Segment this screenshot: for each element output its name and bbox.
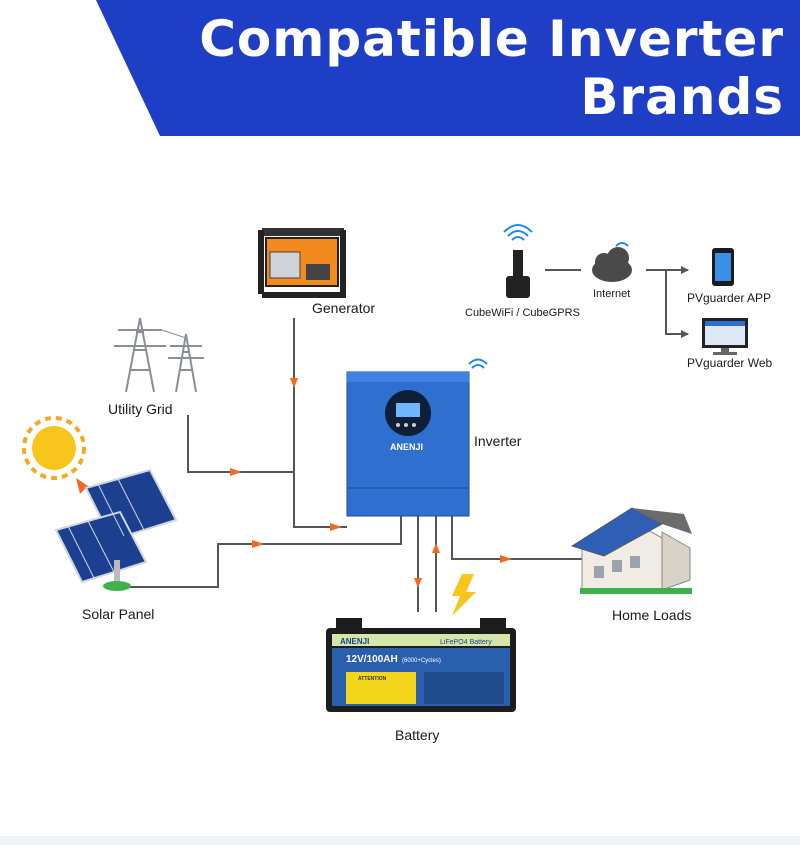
label-inverter: Inverter: [474, 433, 522, 449]
monitor-icon: [702, 318, 748, 355]
battery-attention-text: ATTENTION: [358, 676, 387, 682]
title-banner: [96, 0, 800, 136]
connection-lines: [118, 318, 586, 612]
flow-arrow-grid: [230, 468, 242, 476]
inverter-brand-text: ANENJI: [390, 442, 423, 452]
sunlight-arrow: [76, 478, 88, 494]
sun-icon: [22, 416, 86, 480]
battery-model-text: 12V/100AH: [346, 654, 398, 665]
wifi-icon: [468, 358, 488, 369]
flow-arrow-to-battery: [414, 578, 422, 588]
battery-spec-text: (6000+Cycles): [402, 658, 441, 664]
flow-arrow-from-battery: [432, 543, 440, 553]
flow-arrow-home: [500, 555, 512, 563]
flow-arrow-generator: [290, 378, 298, 388]
house-icon: [570, 507, 692, 594]
utility-grid-icon: [114, 317, 204, 393]
flow-arrow-to-inverter: [330, 523, 342, 531]
label-battery: Battery: [395, 727, 440, 743]
generator-icon: [258, 228, 346, 298]
battery-chemistry-text: LiFePO4 Battery: [440, 639, 492, 646]
label-internet: Internet: [593, 288, 631, 300]
label-home-loads: Home Loads: [612, 607, 692, 623]
banner-title-line-1: Compatible Inverter: [199, 10, 784, 68]
label-pvguarder-web: PVguarder Web: [687, 356, 773, 370]
flow-arrows: [230, 378, 512, 588]
label-cubewifi: CubeWiFi / CubeGPRS: [465, 307, 580, 319]
solar-panel-icon: [54, 468, 178, 591]
bottom-divider: [0, 836, 800, 845]
label-utility-grid: Utility Grid: [108, 401, 173, 417]
lightning-bolt-icon: [452, 574, 476, 616]
phone-icon: [712, 248, 734, 286]
label-generator: Generator: [312, 300, 376, 316]
flow-arrow-solar: [252, 540, 264, 548]
battery-brand-text: ANENJI: [340, 637, 369, 646]
label-solar-panel: Solar Panel: [82, 606, 155, 622]
inverter-icon: [346, 371, 470, 517]
cloud-icon: [592, 242, 632, 282]
label-pvguarder-app: PVguarder APP: [687, 291, 772, 305]
banner-title-line-2: Brands: [580, 68, 784, 126]
battery-icon: [326, 618, 516, 712]
cubewifi-device-icon: [503, 224, 533, 298]
